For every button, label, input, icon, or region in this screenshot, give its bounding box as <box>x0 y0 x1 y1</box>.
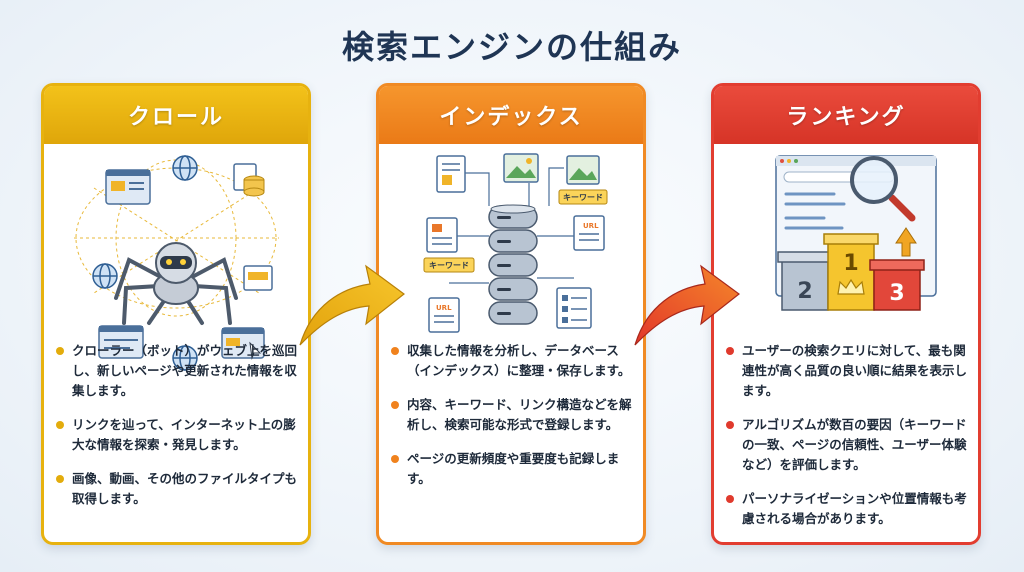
document-icon <box>243 265 273 291</box>
list-item: ページの更新頻度や重要度も記録します。 <box>391 449 635 489</box>
list-item: 画像、動画、その他のファイルタイプも取得します。 <box>56 469 300 509</box>
up-arrow-icon <box>895 227 917 257</box>
document-icon <box>436 155 466 193</box>
document-icon: URL <box>573 215 605 251</box>
svg-text:3: 3 <box>889 281 904 306</box>
crown-icon <box>837 278 865 295</box>
flow-arrow-icon <box>299 264 405 346</box>
bullet-dot-icon <box>391 401 399 409</box>
ranking-illustration: 2 1 3 <box>775 155 937 311</box>
webpage-icon <box>98 325 144 359</box>
index-card: インデックス キーワード <box>376 83 646 545</box>
document-icon <box>556 287 592 329</box>
spider-robot-icon <box>114 242 238 325</box>
svg-text:キーワード: キーワード <box>563 193 603 202</box>
podium-icon: 2 1 3 <box>777 233 925 311</box>
crawl-card-header: クロール <box>44 86 308 144</box>
crawl-illustration <box>74 155 279 371</box>
list-item: リンクを辿って、インターネット上の膨大な情報を探索・発見します。 <box>56 415 300 455</box>
index-card-header: インデックス <box>379 86 643 144</box>
svg-text:キーワード: キーワード <box>429 261 469 270</box>
crawl-card: クロール <box>41 83 311 545</box>
list-item: 収集した情報を分析し、データベース（インデックス）に整理・保存します。 <box>391 341 635 381</box>
webpage-icon <box>105 169 151 205</box>
index-bullet-list: 収集した情報を分析し、データベース（インデックス）に整理・保存します。 内容、キ… <box>391 341 635 503</box>
bullet-dot-icon <box>56 421 64 429</box>
list-item: アルゴリズムが数百の要因（キーワードの一致、ページの信頼性、ユーザー体験など）を… <box>726 415 970 475</box>
globe-icon <box>92 263 118 289</box>
list-item: パーソナライゼーションや位置情報も考慮される場合があります。 <box>726 489 970 529</box>
ranking-card: ランキング 2 1 <box>711 83 981 545</box>
globe-icon <box>172 155 198 181</box>
ranking-bullet-list: ユーザーの検索クエリに対して、最も関連性が高く品質の良い順に結果を表示します。 … <box>726 341 970 542</box>
webpage-icon <box>221 327 265 360</box>
crawl-bullet-list: クローラー（ボット）がウェブ上を巡回し、新しいページや更新された情報を収集します… <box>56 341 300 523</box>
tag-icon: キーワード <box>558 189 608 205</box>
bullet-dot-icon <box>726 421 734 429</box>
bullet-dot-icon <box>391 347 399 355</box>
image-icon <box>566 155 600 185</box>
globe-icon <box>172 345 198 371</box>
bullet-dot-icon <box>726 495 734 503</box>
bullet-dot-icon <box>56 475 64 483</box>
bullet-dot-icon <box>56 347 64 355</box>
list-item: クローラー（ボット）がウェブ上を巡回し、新しいページや更新された情報を収集します… <box>56 341 300 401</box>
svg-text:1: 1 <box>843 251 858 276</box>
bullet-dot-icon <box>726 347 734 355</box>
index-illustration: キーワード キーワード URL <box>423 153 608 333</box>
bullet-dot-icon <box>391 455 399 463</box>
svg-text:URL: URL <box>436 304 452 312</box>
document-icon: URL <box>428 297 460 333</box>
page-title: 検索エンジンの仕組み <box>341 28 682 66</box>
svg-text:2: 2 <box>797 279 812 304</box>
svg-text:URL: URL <box>583 222 599 230</box>
list-item: 内容、キーワード、リンク構造などを解析し、検索可能な形式で登録します。 <box>391 395 635 435</box>
document-icon <box>426 217 458 253</box>
ranking-card-header: ランキング <box>714 86 978 144</box>
flow-arrow-icon <box>634 264 740 346</box>
image-icon <box>503 153 539 183</box>
magnifier-icon <box>850 156 916 222</box>
tag-icon: キーワード <box>423 257 475 273</box>
server-stack-icon <box>488 204 538 325</box>
list-item: ユーザーの検索クエリに対して、最も関連性が高く品質の良い順に結果を表示します。 <box>726 341 970 401</box>
database-icon <box>233 163 265 197</box>
